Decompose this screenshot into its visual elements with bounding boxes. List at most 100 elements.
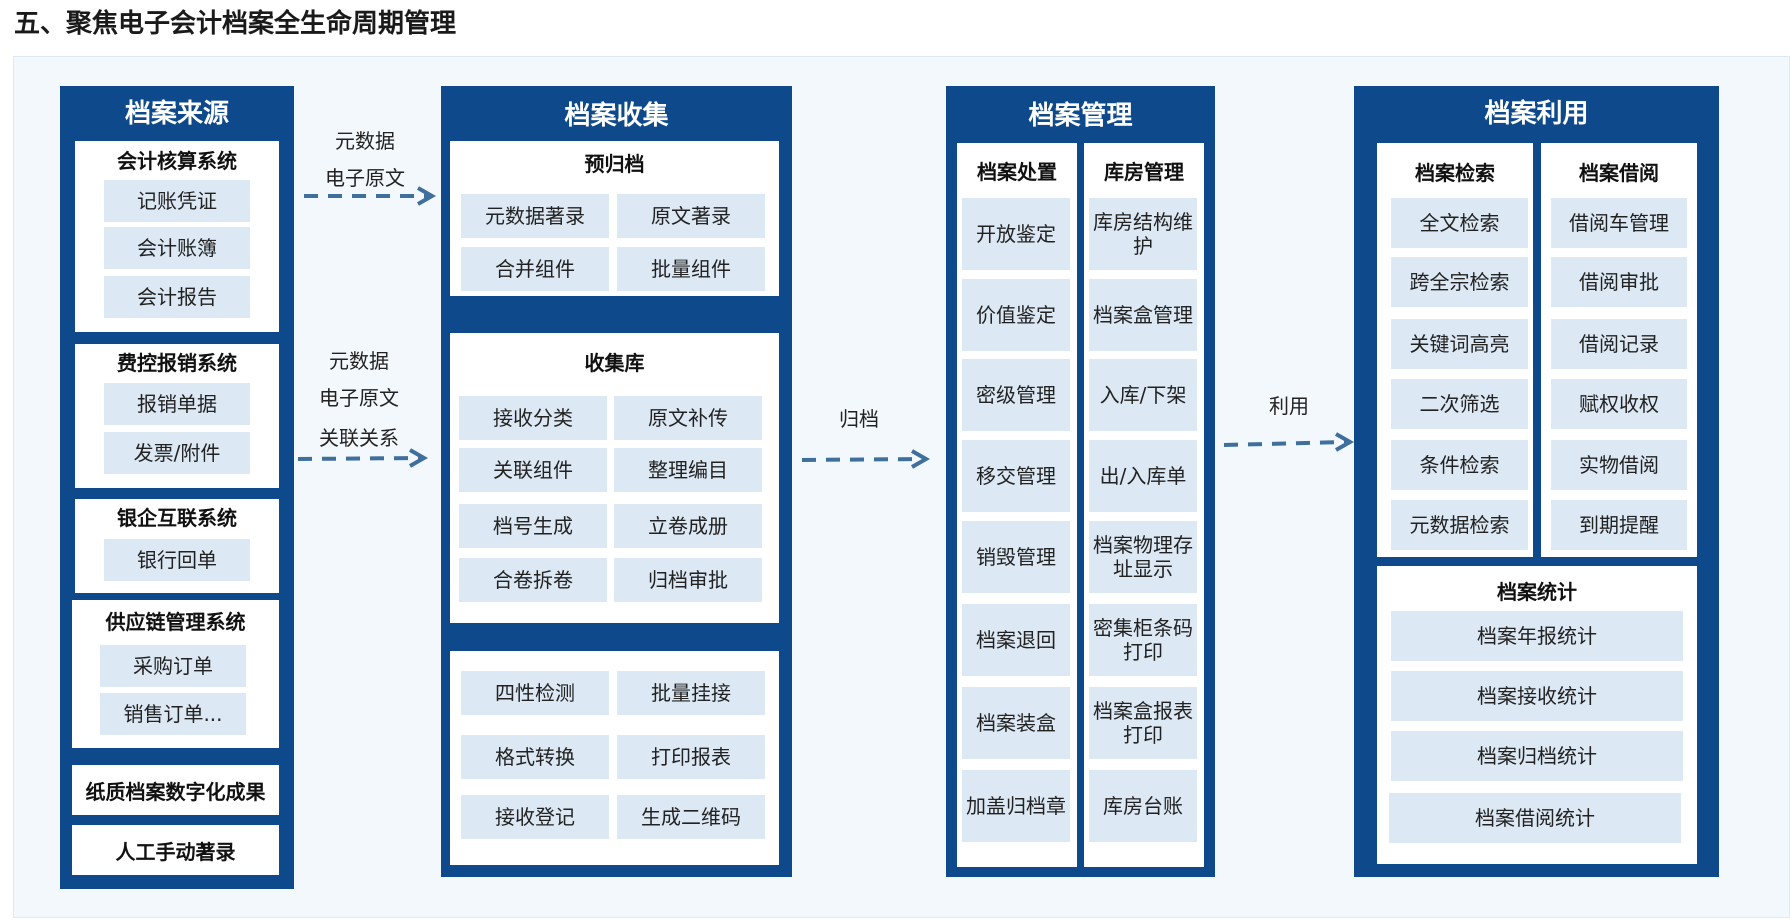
- chip-voucher: 记账凭证: [104, 180, 250, 222]
- chip-archive-number: 档号生成: [459, 504, 607, 548]
- chip-due-reminder: 到期提醒: [1551, 500, 1687, 550]
- chip-link-component: 关联组件: [459, 448, 607, 492]
- panel-source: 档案来源 会计核算系统 记账凭证 会计账簿 会计报告 费控报销系统 报销单据 发…: [60, 86, 294, 889]
- chip-box-report-print: 档案盒报表打印: [1089, 687, 1197, 759]
- chip-box-manage: 档案盒管理: [1089, 279, 1197, 351]
- card-statistics: 档案统计 档案年报统计 档案接收统计 档案归档统计 档案借阅统计: [1377, 566, 1697, 864]
- flow2-label-metadata: 元数据: [329, 349, 389, 373]
- chip-value-appraisal: 价值鉴定: [962, 279, 1070, 351]
- card-statistics-title: 档案统计: [1497, 580, 1577, 604]
- card-expense-title: 费控报销系统: [117, 351, 237, 375]
- card-supply-title: 供应链管理系统: [105, 610, 246, 634]
- chip-archive-approval: 归档审批: [614, 558, 762, 602]
- card-storage: 库房管理 库房结构维护 档案盒管理 入库/下架 出/入库单 档案物理存址显示 密…: [1084, 143, 1204, 867]
- card-manual-entry: 人工手动著录: [72, 825, 279, 875]
- chip-keyword-highlight: 关键词高亮: [1391, 319, 1528, 369]
- panel-source-title: 档案来源: [124, 99, 229, 129]
- card-pre-archive: 预归档 元数据著录 原文著录 合并组件 批量组件: [450, 141, 779, 296]
- chip-warehouse-ledger: 库房台账: [1089, 770, 1197, 842]
- card-borrow-title: 档案借阅: [1579, 161, 1659, 185]
- chip-archive-stamp: 加盖归档章: [962, 770, 1070, 842]
- chip-borrow-stats: 档案借阅统计: [1389, 793, 1681, 843]
- chip-secondary-filter: 二次筛选: [1391, 379, 1528, 429]
- chip-purchase-order: 采购订单: [100, 645, 246, 687]
- chip-qrcode: 生成二维码: [617, 795, 765, 839]
- card-accounting-system: 会计核算系统 记账凭证 会计账簿 会计报告: [75, 141, 279, 332]
- chip-catalog: 整理编目: [614, 448, 762, 492]
- chip-security-level: 密级管理: [962, 359, 1070, 431]
- card-expense-system: 费控报销系统 报销单据 发票/附件: [75, 344, 279, 488]
- flow1-label-metadata: 元数据: [335, 129, 395, 153]
- panel-collect-title: 档案收集: [564, 101, 669, 131]
- chip-receive-stats: 档案接收统计: [1391, 671, 1683, 721]
- chip-original-entry: 原文著录: [617, 194, 765, 238]
- chip-cross-fonds-search: 跨全宗检索: [1391, 257, 1528, 307]
- card-storage-title: 库房管理: [1104, 160, 1184, 184]
- chip-batch-component: 批量组件: [617, 247, 765, 291]
- chip-grant-revoke: 赋权收权: [1551, 379, 1687, 429]
- panel-use: 档案利用 档案检索 全文检索 跨全宗检索 关键词高亮 二次筛选 条件检索 元数据…: [1354, 86, 1719, 877]
- chip-physical-borrow: 实物借阅: [1551, 440, 1687, 490]
- card-borrow: 档案借阅 借阅车管理 借阅审批 借阅记录 赋权收权 实物借阅 到期提醒: [1541, 143, 1697, 557]
- chip-borrow-approval: 借阅审批: [1551, 257, 1687, 307]
- flow4-label-use: 利用: [1269, 394, 1309, 418]
- chip-return: 档案退回: [962, 604, 1070, 676]
- flow3-label-archive: 归档: [839, 407, 879, 431]
- card-search-title: 档案检索: [1415, 161, 1495, 185]
- chip-cabinet-barcode: 密集柜条码打印: [1089, 604, 1197, 676]
- chip-invoice: 发票/附件: [104, 432, 250, 474]
- chip-reimbursement: 报销单据: [104, 383, 250, 425]
- chip-ledger: 会计账簿: [104, 227, 250, 269]
- chip-metadata-entry: 元数据著录: [461, 194, 609, 238]
- chip-metadata-search: 元数据检索: [1391, 500, 1528, 550]
- chip-boxing: 档案装盒: [962, 687, 1070, 759]
- card-disposal: 档案处置 开放鉴定 价值鉴定 密级管理 移交管理 销毁管理 档案退回 档案装盒 …: [957, 143, 1077, 867]
- chip-format-convert: 格式转换: [461, 735, 609, 779]
- card-supply-system: 供应链管理系统 采购订单 销售订单...: [72, 600, 279, 748]
- card-disposal-title: 档案处置: [977, 160, 1057, 184]
- card-library-title: 收集库: [584, 351, 645, 375]
- flow2-label-original: 电子原文: [319, 386, 399, 410]
- card-collect-tools: 四性检测 批量挂接 格式转换 打印报表 接收登记 生成二维码: [450, 651, 779, 865]
- chip-original-upload: 原文补传: [614, 396, 762, 440]
- flow2-label-relation: 关联关系: [319, 426, 399, 450]
- chip-condition-search: 条件检索: [1391, 440, 1528, 490]
- card-bank-system: 银企互联系统 银行回单: [75, 499, 279, 593]
- chip-sales-order: 销售订单...: [100, 693, 246, 735]
- chip-warehouse-structure: 库房结构维护: [1089, 198, 1197, 270]
- panel-manage-title: 档案管理: [1028, 101, 1133, 131]
- chip-physical-location: 档案物理存址显示: [1089, 521, 1197, 593]
- chip-borrow-cart: 借阅车管理: [1551, 198, 1687, 248]
- chip-in-out-order: 出/入库单: [1089, 440, 1197, 512]
- chip-volume-binding: 立卷成册: [614, 504, 762, 548]
- panel-collect: 档案收集 预归档 元数据著录 原文著录 合并组件 批量组件 收集库 接收分类 原…: [441, 86, 792, 877]
- chip-merge-split: 合卷拆卷: [459, 558, 607, 602]
- chip-fulltext-search: 全文检索: [1391, 198, 1528, 248]
- flow1-arrow-icon: [304, 186, 437, 206]
- flow4-arrow-icon: [1223, 432, 1355, 452]
- chip-shelve: 入库/下架: [1089, 359, 1197, 431]
- chip-annual-stats: 档案年报统计: [1391, 611, 1683, 661]
- chip-four-check: 四性检测: [461, 671, 609, 715]
- chip-archive-stats: 档案归档统计: [1391, 731, 1683, 781]
- chip-borrow-record: 借阅记录: [1551, 319, 1687, 369]
- chip-receive-classify: 接收分类: [459, 396, 607, 440]
- chip-merge-component: 合并组件: [461, 247, 609, 291]
- chip-report: 会计报告: [104, 276, 250, 318]
- page-title: 五、聚焦电子会计档案全生命周期管理: [14, 9, 457, 39]
- card-collection-library: 收集库 接收分类 原文补传 关联组件 整理编目 档号生成 立卷成册 合卷拆卷 归…: [450, 333, 779, 623]
- card-paper-digitization: 纸质档案数字化成果: [72, 765, 279, 815]
- flow3-arrow-icon: [801, 449, 931, 469]
- chip-open-appraisal: 开放鉴定: [962, 198, 1070, 270]
- chip-batch-attach: 批量挂接: [617, 671, 765, 715]
- chip-bank-receipt: 银行回单: [104, 539, 250, 581]
- chip-print-report: 打印报表: [617, 735, 765, 779]
- chip-transfer: 移交管理: [962, 440, 1070, 512]
- card-accounting-title: 会计核算系统: [117, 149, 237, 173]
- card-search: 档案检索 全文检索 跨全宗检索 关键词高亮 二次筛选 条件检索 元数据检索: [1377, 143, 1533, 557]
- card-bank-title: 银企互联系统: [117, 506, 237, 530]
- chip-receive-register: 接收登记: [461, 795, 609, 839]
- card-pre-archive-title: 预归档: [584, 152, 645, 176]
- panel-use-title: 档案利用: [1484, 99, 1589, 129]
- panel-manage: 档案管理 档案处置 开放鉴定 价值鉴定 密级管理 移交管理 销毁管理 档案退回 …: [946, 86, 1215, 877]
